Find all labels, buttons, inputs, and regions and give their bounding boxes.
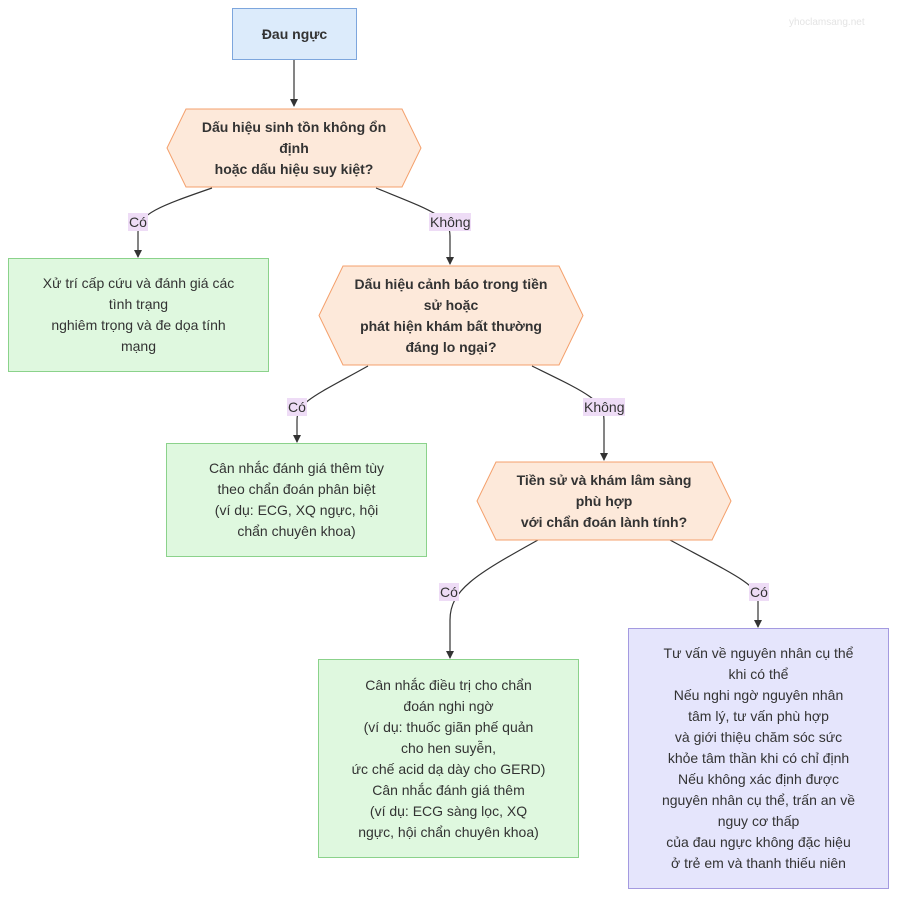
edge-d2-yes [293, 365, 369, 443]
edge-d3-right [669, 539, 762, 628]
edge-d2-no [531, 365, 608, 461]
decision-warning-signs-text: Dấu hiệu cảnh báo trong tiền sử hoặc phá… [354, 275, 548, 355]
action-further-evaluation-text: Cân nhắc đánh giá thêm tùy theo chẩn đoá… [208, 460, 385, 539]
edge-label-d1-no: Không [429, 213, 472, 231]
decision-hexagon-shape [476, 461, 732, 541]
decision-benign-diagnosis-text: Tiền sử và khám lâm sàng phù hợp với chẩ… [516, 471, 692, 530]
action-emergency-text: Xử trí cấp cứu và đánh giá các tình trạn… [42, 275, 235, 354]
start-node-text: Đau ngực [261, 25, 328, 42]
edge-d1-yes [134, 187, 213, 258]
edge-label-d2-yes: Có [287, 398, 307, 416]
edge-label-d2-no: Không [583, 398, 626, 416]
start-node: Đau ngực [232, 8, 357, 60]
decision-benign-diagnosis: Tiền sử và khám lâm sàng phù hợp với chẩ… [476, 461, 732, 541]
decision-vital-signs-text: Dấu hiệu sinh tồn không ổn định hoặc dấu… [201, 118, 387, 177]
edge-label-d3-left: Có [439, 583, 459, 601]
watermark: yhoclamsang.net [789, 17, 865, 28]
action-treatment: Cân nhắc điều trị cho chẩn đoán nghi ngờ… [318, 659, 579, 858]
action-counseling: Tư vấn về nguyên nhân cụ thể khi có thể … [628, 628, 889, 889]
edge-label-d1-yes: Có [128, 213, 148, 231]
decision-warning-signs: Dấu hiệu cảnh báo trong tiền sử hoặc phá… [318, 265, 584, 366]
action-further-evaluation: Cân nhắc đánh giá thêm tùy theo chẩn đoá… [166, 443, 427, 557]
edge-d3-left [446, 539, 539, 659]
decision-hexagon-shape [318, 265, 584, 366]
decision-hexagon-shape [166, 108, 422, 188]
action-emergency: Xử trí cấp cứu và đánh giá các tình trạn… [8, 258, 269, 372]
action-treatment-text: Cân nhắc điều trị cho chẩn đoán nghi ngờ… [351, 676, 546, 840]
action-counseling-text: Tư vấn về nguyên nhân cụ thể khi có thể … [661, 645, 856, 871]
edge-label-d3-right: Có [749, 583, 769, 601]
decision-vital-signs: Dấu hiệu sinh tồn không ổn định hoặc dấu… [166, 108, 422, 188]
